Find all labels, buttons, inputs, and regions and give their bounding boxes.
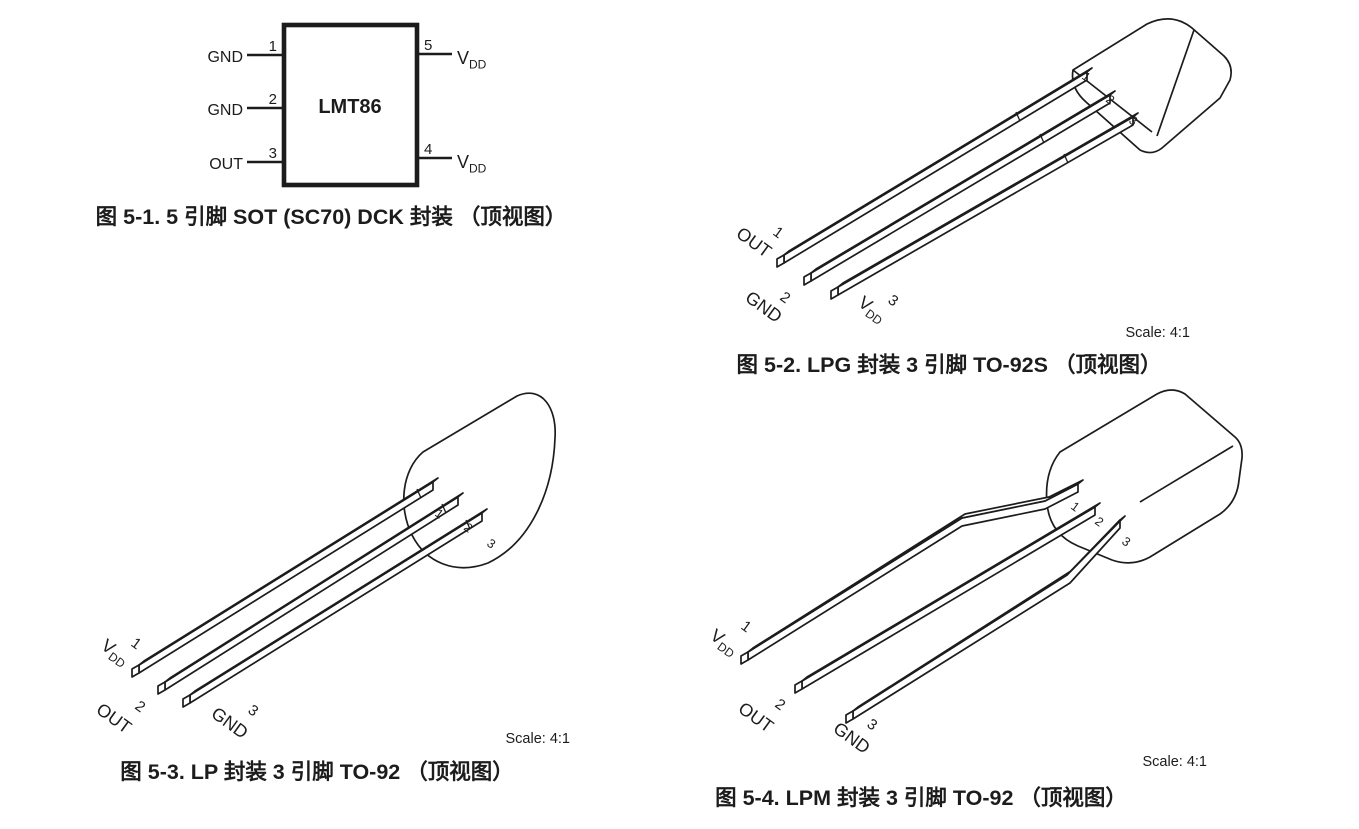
lead-2 [157, 492, 464, 695]
lead-shoulder-mark [1039, 133, 1045, 144]
figure-5-2: 1 2 3 1 OUT 2 GND 3 V DD Scale: 4:1 图 5-… [733, 18, 1232, 377]
lead-front-face [747, 483, 1079, 661]
figure-5-2-caption: 图 5-2. LPG 封装 3 引脚 TO-92S （顶视图） [737, 352, 1162, 377]
pin-3-number: 3 [864, 715, 881, 734]
pin-5-number: 5 [424, 37, 432, 54]
lead-2 [794, 502, 1101, 694]
lead-end-cap [740, 651, 749, 665]
lead-shoulder-mark [1063, 153, 1069, 164]
lead-top-face [783, 67, 1093, 256]
lead-end-cap [182, 694, 191, 708]
figure-5-4-scale-note: Scale: 4:1 [1143, 754, 1208, 770]
lead-3 [182, 508, 488, 708]
lead-top-face [852, 515, 1126, 712]
lead-top-face [801, 502, 1101, 682]
lead-top-face [810, 90, 1116, 274]
lead-end-cap [157, 681, 166, 695]
pin-3-number: 3 [885, 291, 902, 310]
lead-shoulder-mark [416, 488, 422, 499]
figure-5-3-scale-note: Scale: 4:1 [506, 731, 571, 747]
lead-2 [803, 90, 1116, 286]
lead-1 [740, 479, 1084, 665]
lead-front-face [837, 116, 1134, 296]
pin-1-number: 1 [128, 634, 145, 653]
pin-4-number: 4 [424, 141, 432, 158]
lead-front-face [810, 94, 1111, 282]
pin-3-name: GND [208, 703, 252, 743]
figure-5-1: LMT86 1 2 3 GND GND OUT 5 4 V DD V DD 图 … [96, 22, 567, 229]
package-body [1071, 18, 1232, 154]
lead-top-face [189, 508, 488, 696]
pin-4-name-subscript: DD [469, 162, 487, 176]
figure-5-2-scale-note: Scale: 4:1 [1126, 325, 1191, 341]
pin-1-name: V DD [707, 625, 737, 661]
figure-5-3-caption: 图 5-3. LP 封装 3 引脚 TO-92 （顶视图） [120, 759, 513, 784]
pin-1-number: 1 [770, 223, 787, 242]
chip-body [281, 22, 420, 188]
lead-front-face [164, 496, 459, 691]
figure-5-4-caption: 图 5-4. LPM 封装 3 引脚 TO-92 （顶视图） [715, 785, 1127, 810]
pin-2-name: OUT [735, 698, 777, 737]
figure-5-3: 1 2 3 1 V DD 2 OUT 3 GND Scale: 4:1 图 5-… [93, 392, 571, 784]
lead-shoulder-mark [465, 519, 471, 530]
package-flat-edge [1139, 445, 1234, 503]
pin-3-number: 3 [245, 701, 262, 720]
lead-top-face [837, 112, 1139, 288]
chip-label: LMT86 [318, 96, 381, 118]
pin-1-name: V DD [98, 635, 128, 671]
lead-3 [845, 515, 1126, 724]
lead-end-cap [830, 286, 839, 300]
pin-5-name-subscript: DD [469, 58, 487, 72]
pin-2-number: 2 [269, 91, 277, 108]
pin-2-name: GND [742, 287, 786, 327]
package-body [402, 392, 556, 569]
lead-1 [776, 67, 1093, 268]
lead-end-cap [803, 272, 812, 286]
lead-front-face [852, 519, 1121, 720]
lead-end-cap [794, 680, 803, 694]
pin-4-name-main: V [457, 152, 469, 172]
lead-shoulder-mark [441, 503, 447, 514]
lead-end-cap [845, 710, 854, 724]
lead-end-cap [776, 254, 785, 268]
pin-3-name: OUT [209, 156, 243, 173]
pin-2-number: 2 [772, 695, 789, 714]
lead-top-face [164, 492, 464, 683]
pin-1-name: OUT [733, 223, 775, 262]
lead-end-cap [131, 664, 140, 678]
pin-1-number: 1 [738, 617, 755, 636]
pin-1-name: GND [207, 49, 243, 66]
pin-2-name: OUT [93, 699, 135, 738]
figure-5-1-caption: 图 5-1. 5 引脚 SOT (SC70) DCK 封装 （顶视图） [96, 204, 567, 229]
pin-5-name: V DD [457, 48, 487, 72]
package-end-edge [1156, 29, 1195, 137]
pin-3-number: 3 [269, 145, 277, 162]
pin-5-name-main: V [457, 48, 469, 68]
pin-2-number: 2 [132, 697, 149, 716]
figure-5-4: 1 2 3 1 V DD 2 OUT 3 GND Scale: 4:1 图 5-… [707, 389, 1243, 810]
pin-2-number: 2 [777, 288, 794, 307]
lead-3 [830, 112, 1139, 300]
lead-1 [131, 477, 439, 678]
pin-1-number: 1 [269, 38, 277, 55]
lead-top-face [747, 479, 1084, 653]
pin-2-name: GND [207, 102, 243, 119]
lead-top-face [138, 477, 439, 666]
package-body [1045, 389, 1243, 564]
pin-4-name: V DD [457, 152, 487, 176]
lead-shoulder-mark [1015, 111, 1021, 122]
pin-3-name: V DD [855, 292, 885, 328]
